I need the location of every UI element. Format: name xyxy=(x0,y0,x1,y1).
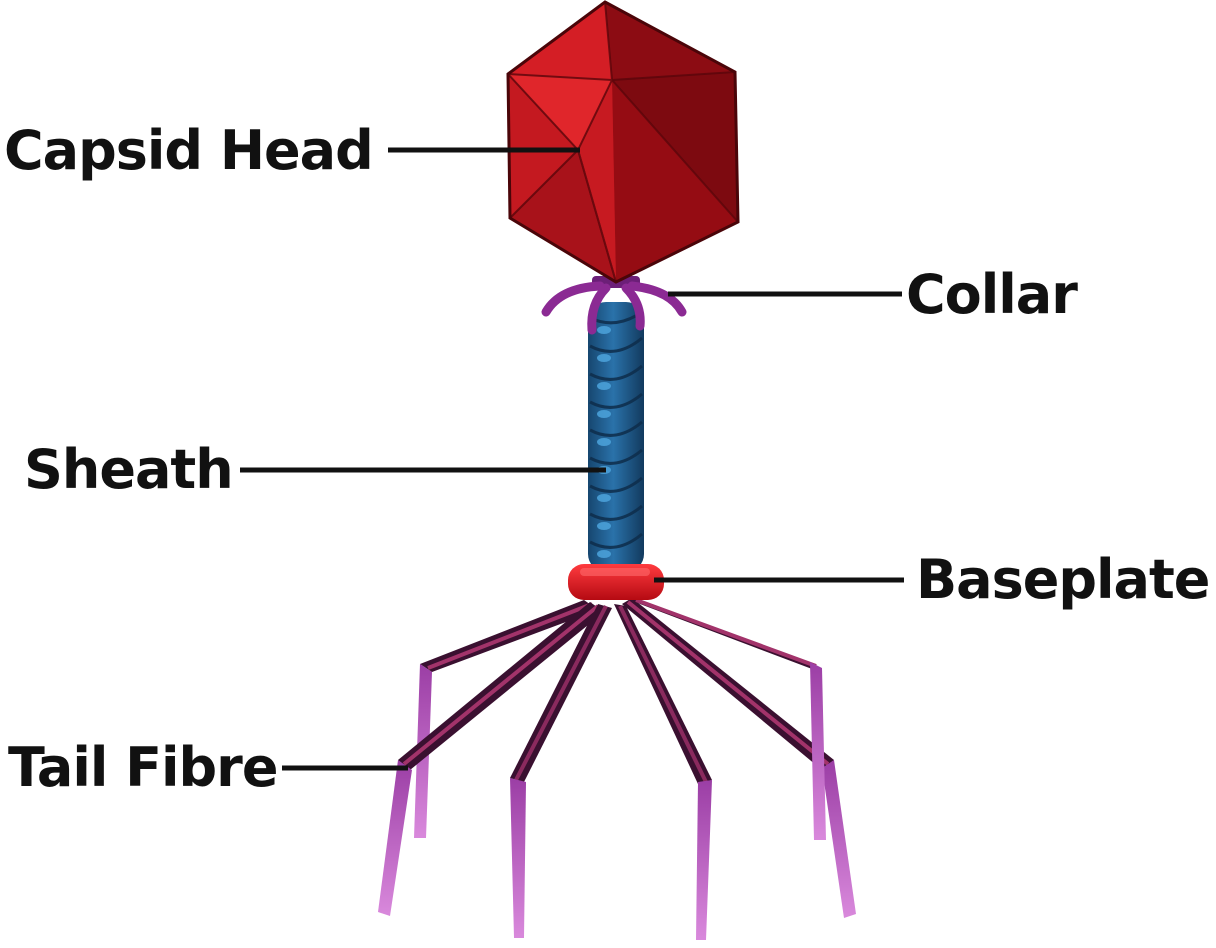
tail-fibre-right-2 xyxy=(622,598,856,918)
label-tail-fibre: Tail Fibre xyxy=(8,736,278,799)
tail-fibre-outer-right xyxy=(630,598,826,840)
tail-fibre-right-3 xyxy=(614,604,712,940)
label-collar: Collar xyxy=(906,263,1078,326)
baseplate-shape xyxy=(568,564,664,600)
tail-fibres xyxy=(378,598,856,940)
leader-lines xyxy=(240,147,904,771)
sheath-shape xyxy=(588,302,644,572)
tail-fibre-left-3 xyxy=(510,604,612,938)
tail-fibre-left-2 xyxy=(378,602,604,916)
label-capsid-head: Capsid Head xyxy=(4,119,374,182)
capsid-head-shape xyxy=(506,0,740,284)
label-sheath: Sheath xyxy=(24,438,234,501)
label-baseplate: Baseplate xyxy=(916,548,1210,611)
